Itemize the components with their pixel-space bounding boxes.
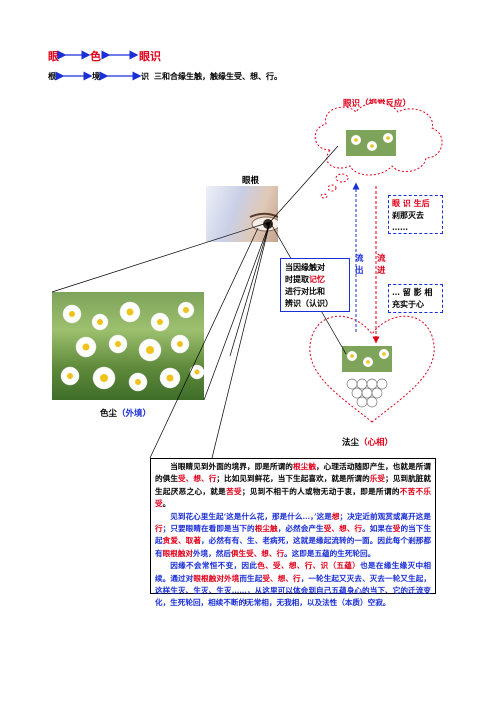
memory-box: 当因缘触对 时提取记忆 进行对比和 辨识（认识） [280,258,350,312]
paragraph-3-run-1: 因缘不会常恒不变，因此 [170,561,258,571]
paragraph-3-run-5: 而生起 [239,573,263,583]
paragraph-3-run-7: ，一轮生起又灭去、灭去一轮又生起，这样生灭、生灭、生灭……，从这里可以体会到自己… [155,573,432,608]
paragraph-2-run-12: 贪爱、取著 [162,536,202,546]
paragraph-3-run-3: 也是在缘生缘灭中相续。通过对 [155,561,432,583]
eye-consc-line-3: …… [392,222,408,232]
paragraph-1-run-11: 。 [162,499,171,509]
trace-line-2: 充实于心 [392,299,424,309]
paragraph-2-run-7: ，必然会产生 [277,524,324,534]
double-arrow-icon [55,50,142,81]
paragraph-2-run-13: ，必然有有、生、老病死，这就是缘起流转的一面。因此每个剎那都有 [155,536,431,558]
paragraph-2: 见到花心里生起‘这是什么花，那是什么…，’这是想；决定近前观赏或离开这是行；只要… [155,511,431,561]
memory-line-2a: 时提取 [285,274,309,284]
paragraph-1-run-8: 苦受 [226,486,242,496]
color-term-wrap: 色 [90,48,101,64]
paragraph-1: 当眼睛见到外面的境界，即是所谓的根尘触，心理活动随即产生，也就是所谓的俱生受、想… [155,461,431,511]
paragraph-2-run-15: 外境，然后 [192,548,231,558]
paragraph-2-run-2: 想 [331,511,340,521]
dharma-dust-label: 法尘（心相） [342,436,393,448]
header-row-1: 眼 [48,48,59,64]
paragraph-2-run-6: 根尘触 [254,524,278,534]
flow-in-char-2: 进 [377,266,386,276]
flow-out-label: 流 出 [355,253,364,277]
paragraph-1-run-2: 根尘触 [292,462,316,471]
form-dust-sub: （外境） [117,409,152,419]
trace-box: … 留 影 相 充实于心 [388,284,443,313]
flower-photo [52,292,204,400]
paragraph-1-run-4: 受、想、行 [178,474,217,484]
paragraph-2-run-4: 行 [155,524,163,534]
paragraph-3-run-6: 受、想、行 [262,573,301,583]
paragraph-1-run-9: ；见到不相干的人或物无动于衷，即是所谓的 [241,486,400,496]
eye-consc-line-1: 眼 识 生后 [392,198,430,208]
paragraph-2-run-17: 。这即是五蕴的生死轮回。 [284,548,376,558]
flow-out-char-2: 出 [355,266,364,276]
paragraph-2-run-9: 。如果在 [362,524,393,534]
flow-in-label: 流 进 [377,253,386,277]
consciousness-term-wrap: 眼识 [139,48,161,64]
paragraph-1-run-1: 当眼睛见到外面的境界，即是所谓的 [170,462,293,471]
paragraph-2-run-11: 的当下生起 [155,524,432,546]
paragraph-2-run-1: 见到花心里生起‘这是什么花，那是什么…，’这是 [170,511,332,521]
eye-root-label: 眼根 [242,176,260,186]
eye-consc-line-2: 刹那灭去 [392,210,424,220]
paragraph-2-run-3: ；决定近前观赏或离开这是 [339,511,432,521]
trace-line-1: … 留 影 相 [392,287,433,297]
page-number: 1 [244,599,248,606]
dharma-dust-main: 法尘 [342,438,360,448]
form-dust-main: 色尘 [100,409,118,419]
consc-term: 识 [141,71,149,81]
realm-term: 境 [92,71,100,81]
flow-in-char-1: 流 [377,254,386,264]
eye-consciousness-box: 眼 识 生后 刹那灭去 …… [388,195,443,234]
paragraph-1-run-5: ；比如见到鲜花，当下生起喜欢，就是所谓的 [216,474,370,484]
paragraph-2-run-10: 受 [392,524,401,534]
paragraph-2-run-14: 眼根触对 [162,548,193,558]
color-term: 色 [90,50,101,63]
paragraph-1-run-10: 不苦不乐受 [155,486,432,509]
flow-out-char-1: 流 [355,254,364,264]
memory-keyword: 记忆 [309,274,325,284]
memory-line-3: 进行对比和 [285,286,325,296]
paragraph-2-run-5: ；只要眼睛在看即是当下的 [162,524,255,534]
header-description: 三和合缘生触，触缘生受、想、行。 [154,71,282,81]
paragraph-1-run-6: 乐受 [369,474,386,484]
explanation-box: 当眼睛见到外面的境界，即是所谓的根尘触，心理活动随即产生，也就是所谓的俱生受、想… [150,458,436,607]
paragraph-2-run-16: 俱生受、想、行 [230,548,285,558]
memory-line-4: 辨识（认识） [285,298,333,308]
dharma-dust-sub: （心相） [359,438,394,448]
paragraph-2-run-8: 受、想、行 [323,524,363,534]
paragraph-3-run-2: 色、受、想、行、识（五蕴） [257,561,361,571]
paragraph-1-run-3: ，心理活动随即产生，也就是所谓的俱生 [155,462,432,484]
paragraph-3-run-4: 眼根触对外境 [193,573,240,583]
consciousness-term: 眼识 [139,50,161,63]
root-term: 根 [48,71,56,81]
paragraph-3: 因缘不会常恒不变，因此色、受、想、行、识（五蕴）也是在缘生缘灭中相续。通过对眼根… [155,560,431,610]
memory-line-1: 当因缘触对 [285,262,325,272]
form-dust-label: 色尘（外境） [100,407,151,419]
eye-term: 眼 [48,50,59,63]
memory-line-2: 时提取记忆 [285,273,349,285]
paragraph-1-run-7: ；见到肮脏就生起厌恶之心，就是 [155,474,432,496]
